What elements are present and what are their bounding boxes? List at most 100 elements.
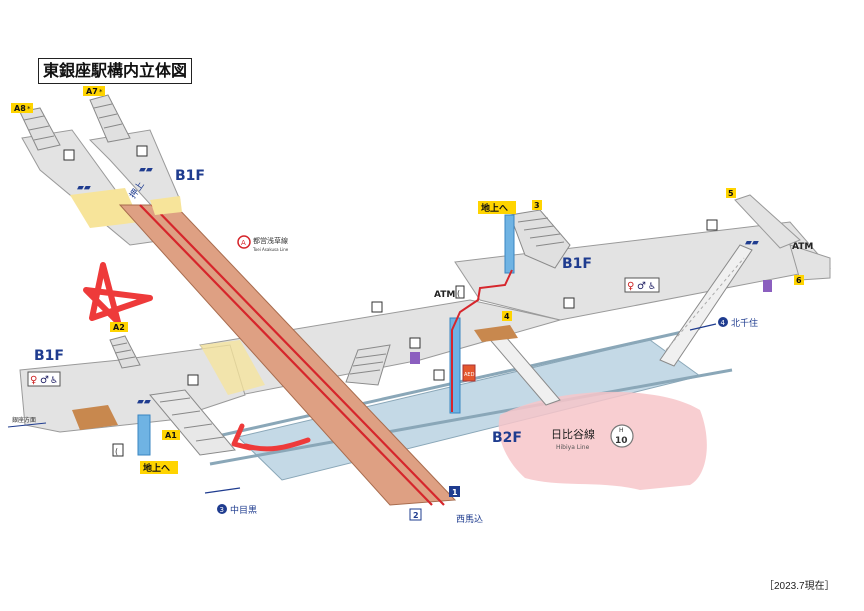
toilet-icon: ♀♂♿: [624, 277, 660, 293]
direction-nakameguro: 3 中目黒: [204, 487, 257, 516]
hibiya-track-lower: [209, 368, 733, 466]
aed-label: AED: [464, 372, 475, 378]
annotation-arrow: [231, 423, 311, 452]
exit-badge-a1: A1: [162, 430, 180, 440]
exit-4-elevator: [449, 317, 461, 414]
svg-text:(: (: [457, 289, 460, 298]
exit-a1-elevator: [137, 414, 151, 456]
exit-badge-3: 3: [532, 200, 542, 210]
concourse-right: [454, 221, 831, 321]
svg-text:♂: ♂: [637, 281, 646, 292]
exit-badge-a2: A2: [110, 322, 128, 332]
phone-icon: (: [455, 285, 465, 299]
svg-text:北千住: 北千住: [731, 317, 758, 329]
svg-text:都営浅草線: 都営浅草線: [253, 236, 288, 245]
direction-ginza: 銀座方面: [12, 416, 36, 424]
locker-icon: [136, 145, 148, 157]
svg-text:Hibiya Line: Hibiya Line: [556, 444, 590, 451]
annotation-star: [83, 262, 153, 325]
exit-3-stairs: [509, 209, 571, 269]
exit-badge-a7: A7*: [83, 86, 105, 96]
svg-text:A7: A7: [86, 87, 98, 96]
locker-icon: [409, 337, 421, 349]
svg-text:♂: ♂: [40, 375, 49, 386]
svg-text:▰▰: ▰▰: [139, 165, 153, 175]
svg-text:♿: ♿: [50, 376, 58, 386]
exit-a8-stairs: [19, 107, 61, 151]
svg-text:▰▰: ▰▰: [77, 183, 91, 193]
ticket-counter-left: [72, 405, 118, 430]
svg-text:*: *: [27, 105, 31, 113]
direction-kitasenju: 4 北千住: [689, 317, 758, 331]
svg-text:3: 3: [534, 201, 540, 210]
svg-text:A: A: [241, 239, 246, 247]
svg-text:(: (: [115, 447, 118, 456]
atm-label-2: ATM: [792, 242, 813, 252]
asakusa-line-roundel: A 都営浅草線 Toei Asakusa Line: [237, 235, 289, 252]
floor-label-b2f: B2F: [492, 430, 522, 446]
svg-text:6: 6: [796, 276, 802, 285]
exit-badge-5: 5: [726, 188, 736, 198]
mid-stairs: [345, 344, 391, 386]
escalator-icon: ▰▰: [139, 165, 153, 175]
svg-text:♀: ♀: [30, 375, 37, 386]
svg-text:4: 4: [721, 319, 726, 327]
escalator-icon: ▰▰: [137, 397, 151, 407]
svg-text:▰▰: ▰▰: [137, 397, 151, 407]
toilet-icon: ♀♂♿: [27, 371, 61, 387]
svg-text:10: 10: [615, 436, 628, 446]
svg-text:A8: A8: [14, 104, 26, 113]
hibiya-line-blob: [498, 391, 707, 490]
locker-icon: [433, 369, 445, 381]
svg-text:2: 2: [413, 511, 419, 520]
escalator-icon: ▰▰: [745, 238, 759, 248]
exit-badge-4: 4: [502, 311, 512, 321]
update-date: ［2023.7現在］: [764, 581, 835, 592]
exit-a2-stairs: [109, 335, 141, 369]
hibiya-line-label: 日比谷線 Hibiya Line H 10: [551, 424, 634, 451]
to-surface-label-2: 地上へ: [140, 461, 178, 474]
exit-3-elevator: [504, 214, 515, 274]
svg-text:♿: ♿: [648, 282, 656, 292]
locker-icon: [187, 374, 199, 386]
escalator-icon: ▰▰: [77, 183, 91, 193]
locker-icon: [563, 297, 575, 309]
aed-icon: AED: [462, 364, 476, 382]
svg-text:地上へ: 地上へ: [481, 202, 508, 214]
svg-text:*: *: [99, 88, 103, 96]
direction-nishimagome: 2 1 西馬込: [409, 486, 483, 525]
svg-text:4: 4: [504, 312, 510, 321]
a8-highlight: [70, 188, 140, 228]
svg-text:日比谷線: 日比谷線: [551, 427, 595, 441]
svg-text:1: 1: [452, 488, 458, 497]
ginza-arrow: [7, 422, 47, 428]
exit-4-escalator: [659, 244, 753, 367]
floor-label-b1f-right: B1F: [562, 256, 592, 272]
phone-icon: (: [112, 443, 124, 457]
exit-4-wood-area: [474, 325, 518, 342]
exit-a7-stairs: [89, 94, 131, 143]
svg-text:Toei Asakusa Line: Toei Asakusa Line: [252, 247, 289, 252]
exit-a1-stairs: [149, 389, 236, 456]
svg-text:地上へ: 地上へ: [143, 462, 170, 474]
mid-bridge: [200, 340, 265, 395]
svg-text:H: H: [619, 427, 624, 434]
svg-text:中目黒: 中目黒: [230, 504, 257, 516]
exit-6-area: [789, 244, 831, 281]
locker-icon: [371, 301, 383, 313]
page-title: 東銀座駅構内立体図: [38, 58, 192, 84]
atm-label-1: ATM: [434, 290, 455, 300]
route-line: [451, 269, 513, 412]
asakusa-track-1: [139, 204, 433, 506]
svg-text:西馬込: 西馬込: [456, 514, 483, 525]
to-surface-label-1: 地上へ: [478, 201, 516, 214]
exit-badge-a8: A8*: [11, 103, 33, 113]
svg-text:♀: ♀: [627, 281, 634, 292]
floor-label-b1f-mid: B1F: [175, 168, 205, 184]
svg-text:▰▰: ▰▰: [745, 238, 759, 248]
locker-icon: [63, 149, 75, 161]
svg-text:A1: A1: [165, 431, 177, 440]
exit-badge-6: 6: [794, 275, 804, 285]
